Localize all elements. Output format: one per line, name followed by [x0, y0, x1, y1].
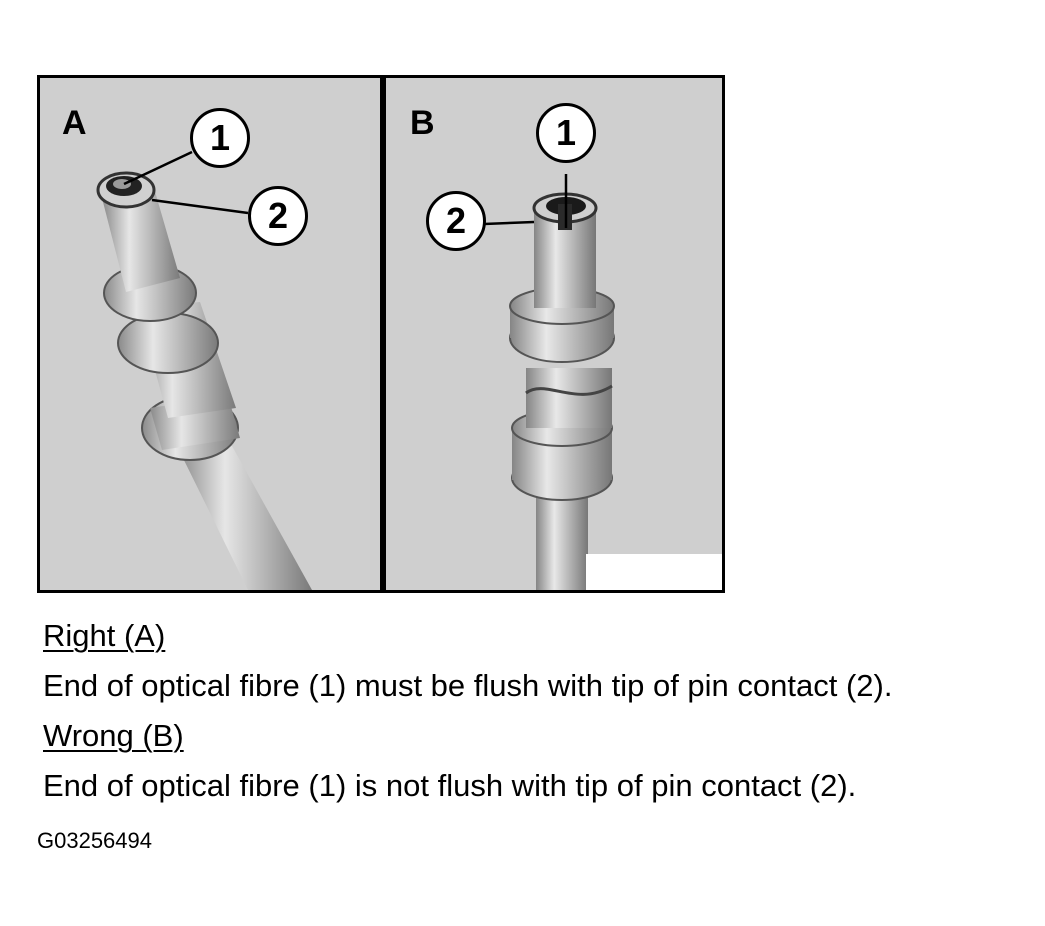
masked-area	[586, 554, 722, 590]
panel-b-label: B	[410, 104, 435, 142]
figure-id: G03256494	[37, 828, 152, 853]
panel-a-label: A	[62, 104, 87, 142]
pin-contact-b-illustration	[483, 174, 615, 590]
pin-contact-a-illustration	[96, 150, 312, 590]
wrong-description: End of optical fibre (1) is not flush wi…	[43, 768, 857, 803]
callout-1-b: 1	[536, 103, 596, 163]
panel-b-photo: B 1 2	[386, 78, 722, 590]
right-heading: Right (A)	[43, 618, 166, 653]
callout-1-a: 1	[190, 108, 250, 168]
panel-a-photo: A 1 2	[40, 78, 380, 590]
figure-frame: A 1 2	[37, 75, 725, 593]
callout-2-b: 2	[426, 191, 486, 251]
callout-2-a: 2	[248, 186, 308, 246]
wrong-heading: Wrong (B)	[43, 718, 184, 753]
right-description: End of optical fibre (1) must be flush w…	[43, 668, 893, 703]
